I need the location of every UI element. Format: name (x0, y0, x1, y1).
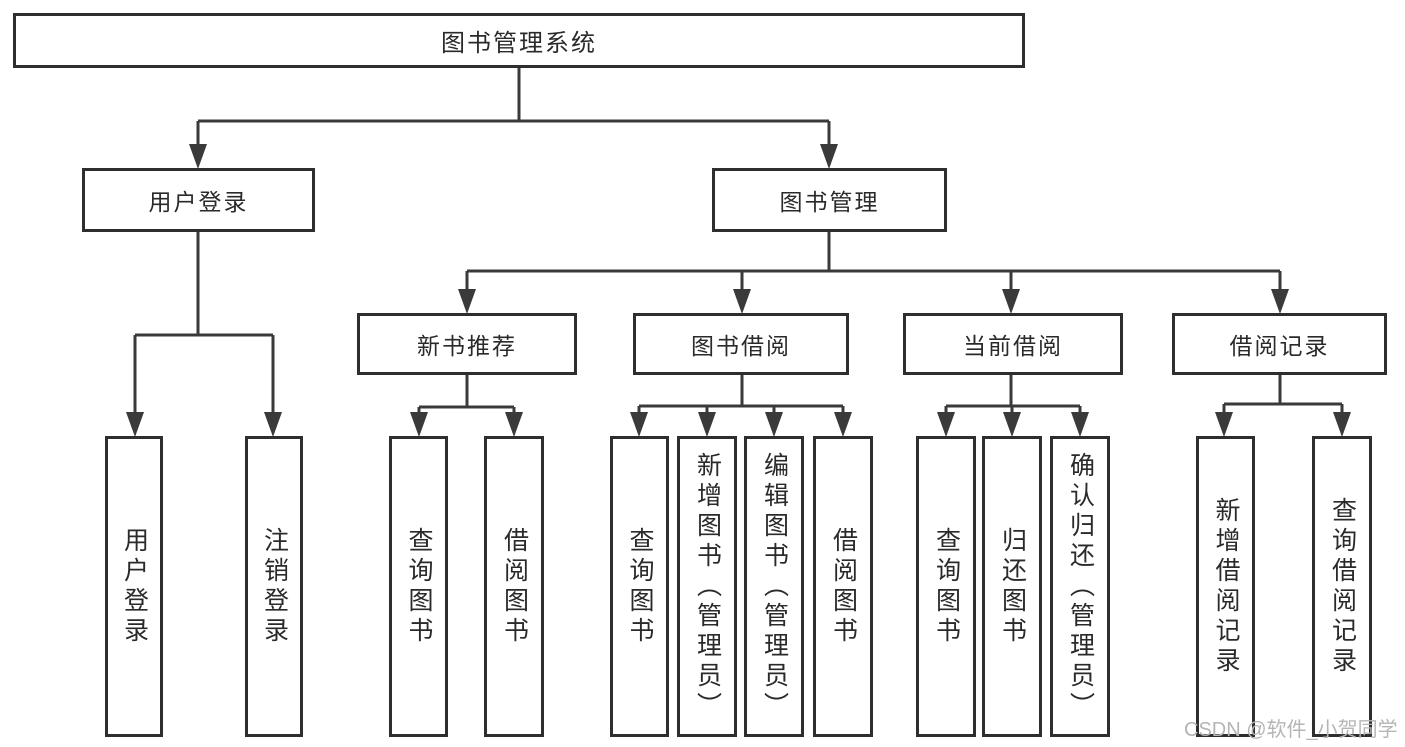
node-label: 借阅图书 (500, 526, 529, 647)
leaf-logout: 注销登录 (245, 436, 303, 737)
leaf-query-book-recommend: 查询图书 (389, 436, 448, 737)
node-book-management: 图书管理 (712, 168, 947, 232)
node-label: 查询图书 (626, 526, 654, 647)
node-label: 当前借阅 (963, 333, 1063, 359)
leaf-user-login: 用户登录 (105, 436, 163, 737)
node-label: 确认归还（管理员） (1066, 451, 1095, 722)
node-label: 编辑图书（管理员） (760, 451, 789, 722)
node-label: 归还图书 (998, 526, 1027, 647)
leaf-return-book: 归还图书 (982, 436, 1042, 737)
node-label: 查询图书 (932, 526, 961, 647)
leaf-borrow-book-recommend: 借阅图书 (484, 436, 544, 737)
leaf-query-book-current: 查询图书 (916, 436, 976, 737)
node-user-login: 用户登录 (82, 168, 315, 232)
leaf-add-borrow-record: 新增借阅记录 (1196, 436, 1255, 737)
node-system-root: 图书管理系统 (13, 13, 1025, 68)
node-current-borrow: 当前借阅 (903, 313, 1123, 375)
node-label: 新增借阅记录 (1212, 496, 1240, 677)
leaf-query-borrow-record: 查询借阅记录 (1312, 436, 1372, 737)
node-borrow-record: 借阅记录 (1172, 313, 1387, 375)
node-label: 注销登录 (260, 526, 289, 647)
node-label: 图书借阅 (691, 333, 791, 359)
node-label: 借阅记录 (1229, 333, 1330, 359)
node-label: 图书管理系统 (441, 30, 597, 57)
node-label: 用户登录 (120, 526, 149, 647)
node-label: 图书管理 (779, 189, 880, 215)
node-label: 新增图书（管理员） (693, 451, 722, 722)
leaf-confirm-return-admin: 确认归还（管理员） (1050, 436, 1110, 737)
leaf-edit-book-admin: 编辑图书（管理员） (744, 436, 804, 737)
leaf-borrow-book: 借阅图书 (813, 436, 873, 737)
node-label: 借阅图书 (829, 526, 858, 647)
csdn-watermark: CSDN @软件_小贺同学 (1184, 719, 1398, 741)
node-label: 查询借阅记录 (1328, 496, 1357, 677)
node-book-borrow: 图书借阅 (633, 313, 849, 375)
leaf-add-book-admin: 新增图书（管理员） (677, 436, 737, 737)
node-label: 用户登录 (148, 189, 249, 215)
node-label: 新书推荐 (417, 333, 517, 359)
node-new-book-recommend: 新书推荐 (357, 313, 577, 375)
leaf-query-book-borrow: 查询图书 (610, 436, 669, 737)
node-label: 查询图书 (405, 526, 433, 647)
